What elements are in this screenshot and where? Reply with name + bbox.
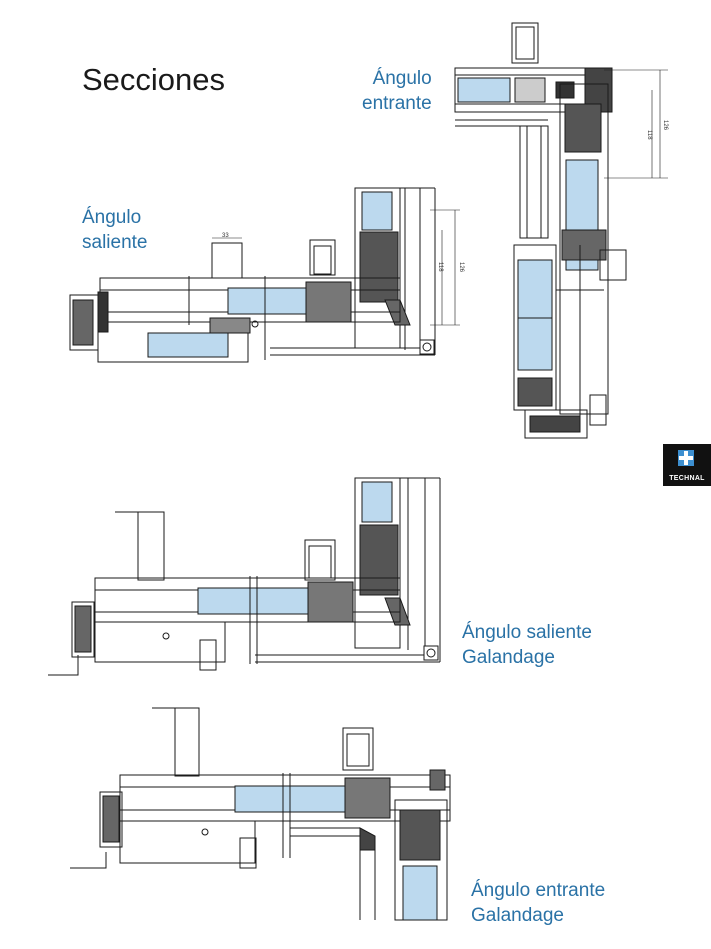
page-title: Secciones <box>82 62 226 97</box>
caption-angulo-saliente-galandage: Ángulo saliente Galandage <box>462 620 592 670</box>
caption-line: Galandage <box>471 905 564 926</box>
caption-line: Galandage <box>462 647 555 668</box>
section-angulo-saliente: 33 118 126 <box>69 187 464 363</box>
dimension-label: 126 <box>458 262 464 273</box>
caption-line: entrante <box>362 93 432 114</box>
section-angulo-saliente-galandage <box>48 477 441 676</box>
caption-line: saliente <box>82 232 148 253</box>
dimension-label: 118 <box>646 130 652 140</box>
dimension-label: 33 <box>222 233 229 239</box>
dimension-label: 118 <box>437 262 443 272</box>
caption-angulo-entrante: Ángulo entrante <box>362 66 432 116</box>
dimension-label: 126 <box>662 120 668 131</box>
caption-line: Ángulo <box>372 68 432 89</box>
caption-angulo-saliente: Ángulo saliente <box>82 205 148 255</box>
caption-angulo-entrante-galandage: Ángulo entrante Galandage <box>471 878 605 928</box>
section-angulo-entrante-galandage <box>70 707 451 921</box>
technal-logo: TECHNAL <box>663 444 711 486</box>
caption-line: Ángulo <box>82 207 142 228</box>
technal-logo-text: TECHNAL <box>669 475 705 482</box>
caption-line: Ángulo entrante <box>471 880 606 901</box>
section-angulo-entrante: 118 126 <box>454 22 668 439</box>
caption-line: Ángulo saliente <box>462 622 592 643</box>
technal-logo-icon <box>678 450 694 466</box>
